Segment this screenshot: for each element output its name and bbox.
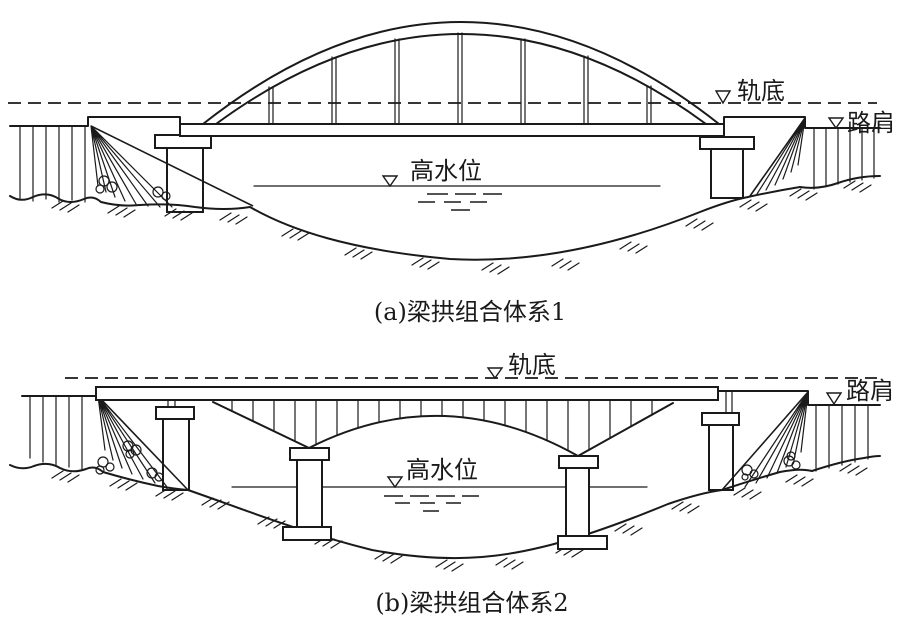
water-ripples-b (384, 495, 479, 512)
water-level-marker-icon-b (386, 476, 404, 489)
embankment-verticals-b-left (29, 395, 83, 470)
slope-line-b-left (97, 395, 189, 491)
abutment-pier-right-b (701, 390, 740, 491)
water-level-marker-icon-a (381, 175, 399, 188)
riprap-stones-b-right (741, 451, 801, 481)
pier-cap (701, 412, 740, 426)
pier-footing (557, 535, 608, 550)
diagram-a: 轨底 路肩 高水位 (a)梁拱组合体系1 (8, 21, 895, 326)
bearing-neck (167, 399, 176, 408)
ground-hatching-a (51, 180, 872, 275)
right-pier-a (699, 136, 755, 199)
caption-a: (a)梁拱组合体系1 (374, 298, 566, 326)
right-embankment-a (723, 116, 881, 197)
water-ripples-a (418, 193, 502, 211)
ground-line-b (9, 455, 881, 560)
slope-fan-lines-a-left (90, 125, 173, 208)
pier-cap (155, 406, 195, 420)
ground-line-a (9, 175, 881, 261)
pier-column (710, 148, 744, 199)
slope-fan-lines-b-left (97, 395, 168, 488)
riprap-stones-b-left (95, 440, 164, 482)
pier-column (565, 467, 590, 537)
embankment-verticals-b-right (815, 404, 869, 472)
shoulder-label-a: 路肩 (847, 109, 895, 137)
shoulder-marker-icon-b (825, 392, 843, 406)
pier-footing (282, 526, 332, 541)
left-pier-a (154, 134, 212, 213)
arch-rib-inner-a (215, 33, 707, 125)
left-embankment-a (9, 116, 254, 208)
shoulder-label-b: 路肩 (846, 377, 894, 405)
slope-line-b-right (721, 391, 809, 491)
slope-line-a-left (90, 125, 254, 207)
rail-bottom-marker-icon-b (486, 367, 504, 380)
high-water-label-a: 高水位 (410, 157, 482, 185)
diagram-b: 轨底 路肩 高水位 (b)梁拱组合体系2 (9, 351, 894, 617)
mid-pier-left-b (282, 447, 332, 541)
slope-fan-lines-b-right (744, 391, 809, 488)
shoulder-marker-icon-a (827, 117, 845, 130)
embankment-top-b-left (21, 386, 97, 397)
embankment-top-a-right (723, 116, 881, 129)
slope-fan-lines-a-right (756, 117, 806, 195)
pier-cap (558, 455, 599, 469)
arch-rib-outer-a (202, 21, 720, 125)
mid-pier-right-b (557, 455, 608, 550)
slope-line-a-right (749, 117, 806, 197)
rail-bottom-label-a: 轨底 (737, 77, 785, 105)
rail-bottom-marker-icon-a (714, 90, 732, 105)
high-water-label-b: 高水位 (406, 456, 478, 484)
embankment-verticals-a-right (813, 127, 875, 190)
under-deck-arch-b (212, 401, 674, 457)
pier-cap (289, 447, 330, 461)
deck-girder-a (179, 123, 725, 137)
embankment-top-a-left (9, 116, 181, 127)
pier-column (296, 459, 323, 528)
pier-column (162, 418, 190, 491)
deck-girder-b (95, 386, 719, 401)
pier-cap (699, 136, 755, 150)
bearing-neck (725, 390, 733, 414)
riprap-stones-a-left (95, 175, 171, 201)
pier-column (166, 147, 204, 213)
embankment-verticals-a-left (19, 125, 86, 203)
spandrel-columns-b (231, 399, 653, 451)
pier-column (708, 424, 734, 491)
rail-bottom-label-b: 轨底 (508, 351, 556, 379)
abutment-pier-left-b (155, 399, 195, 491)
caption-b: (b)梁拱组合体系2 (375, 589, 568, 617)
arch-hangers-a (268, 32, 652, 125)
